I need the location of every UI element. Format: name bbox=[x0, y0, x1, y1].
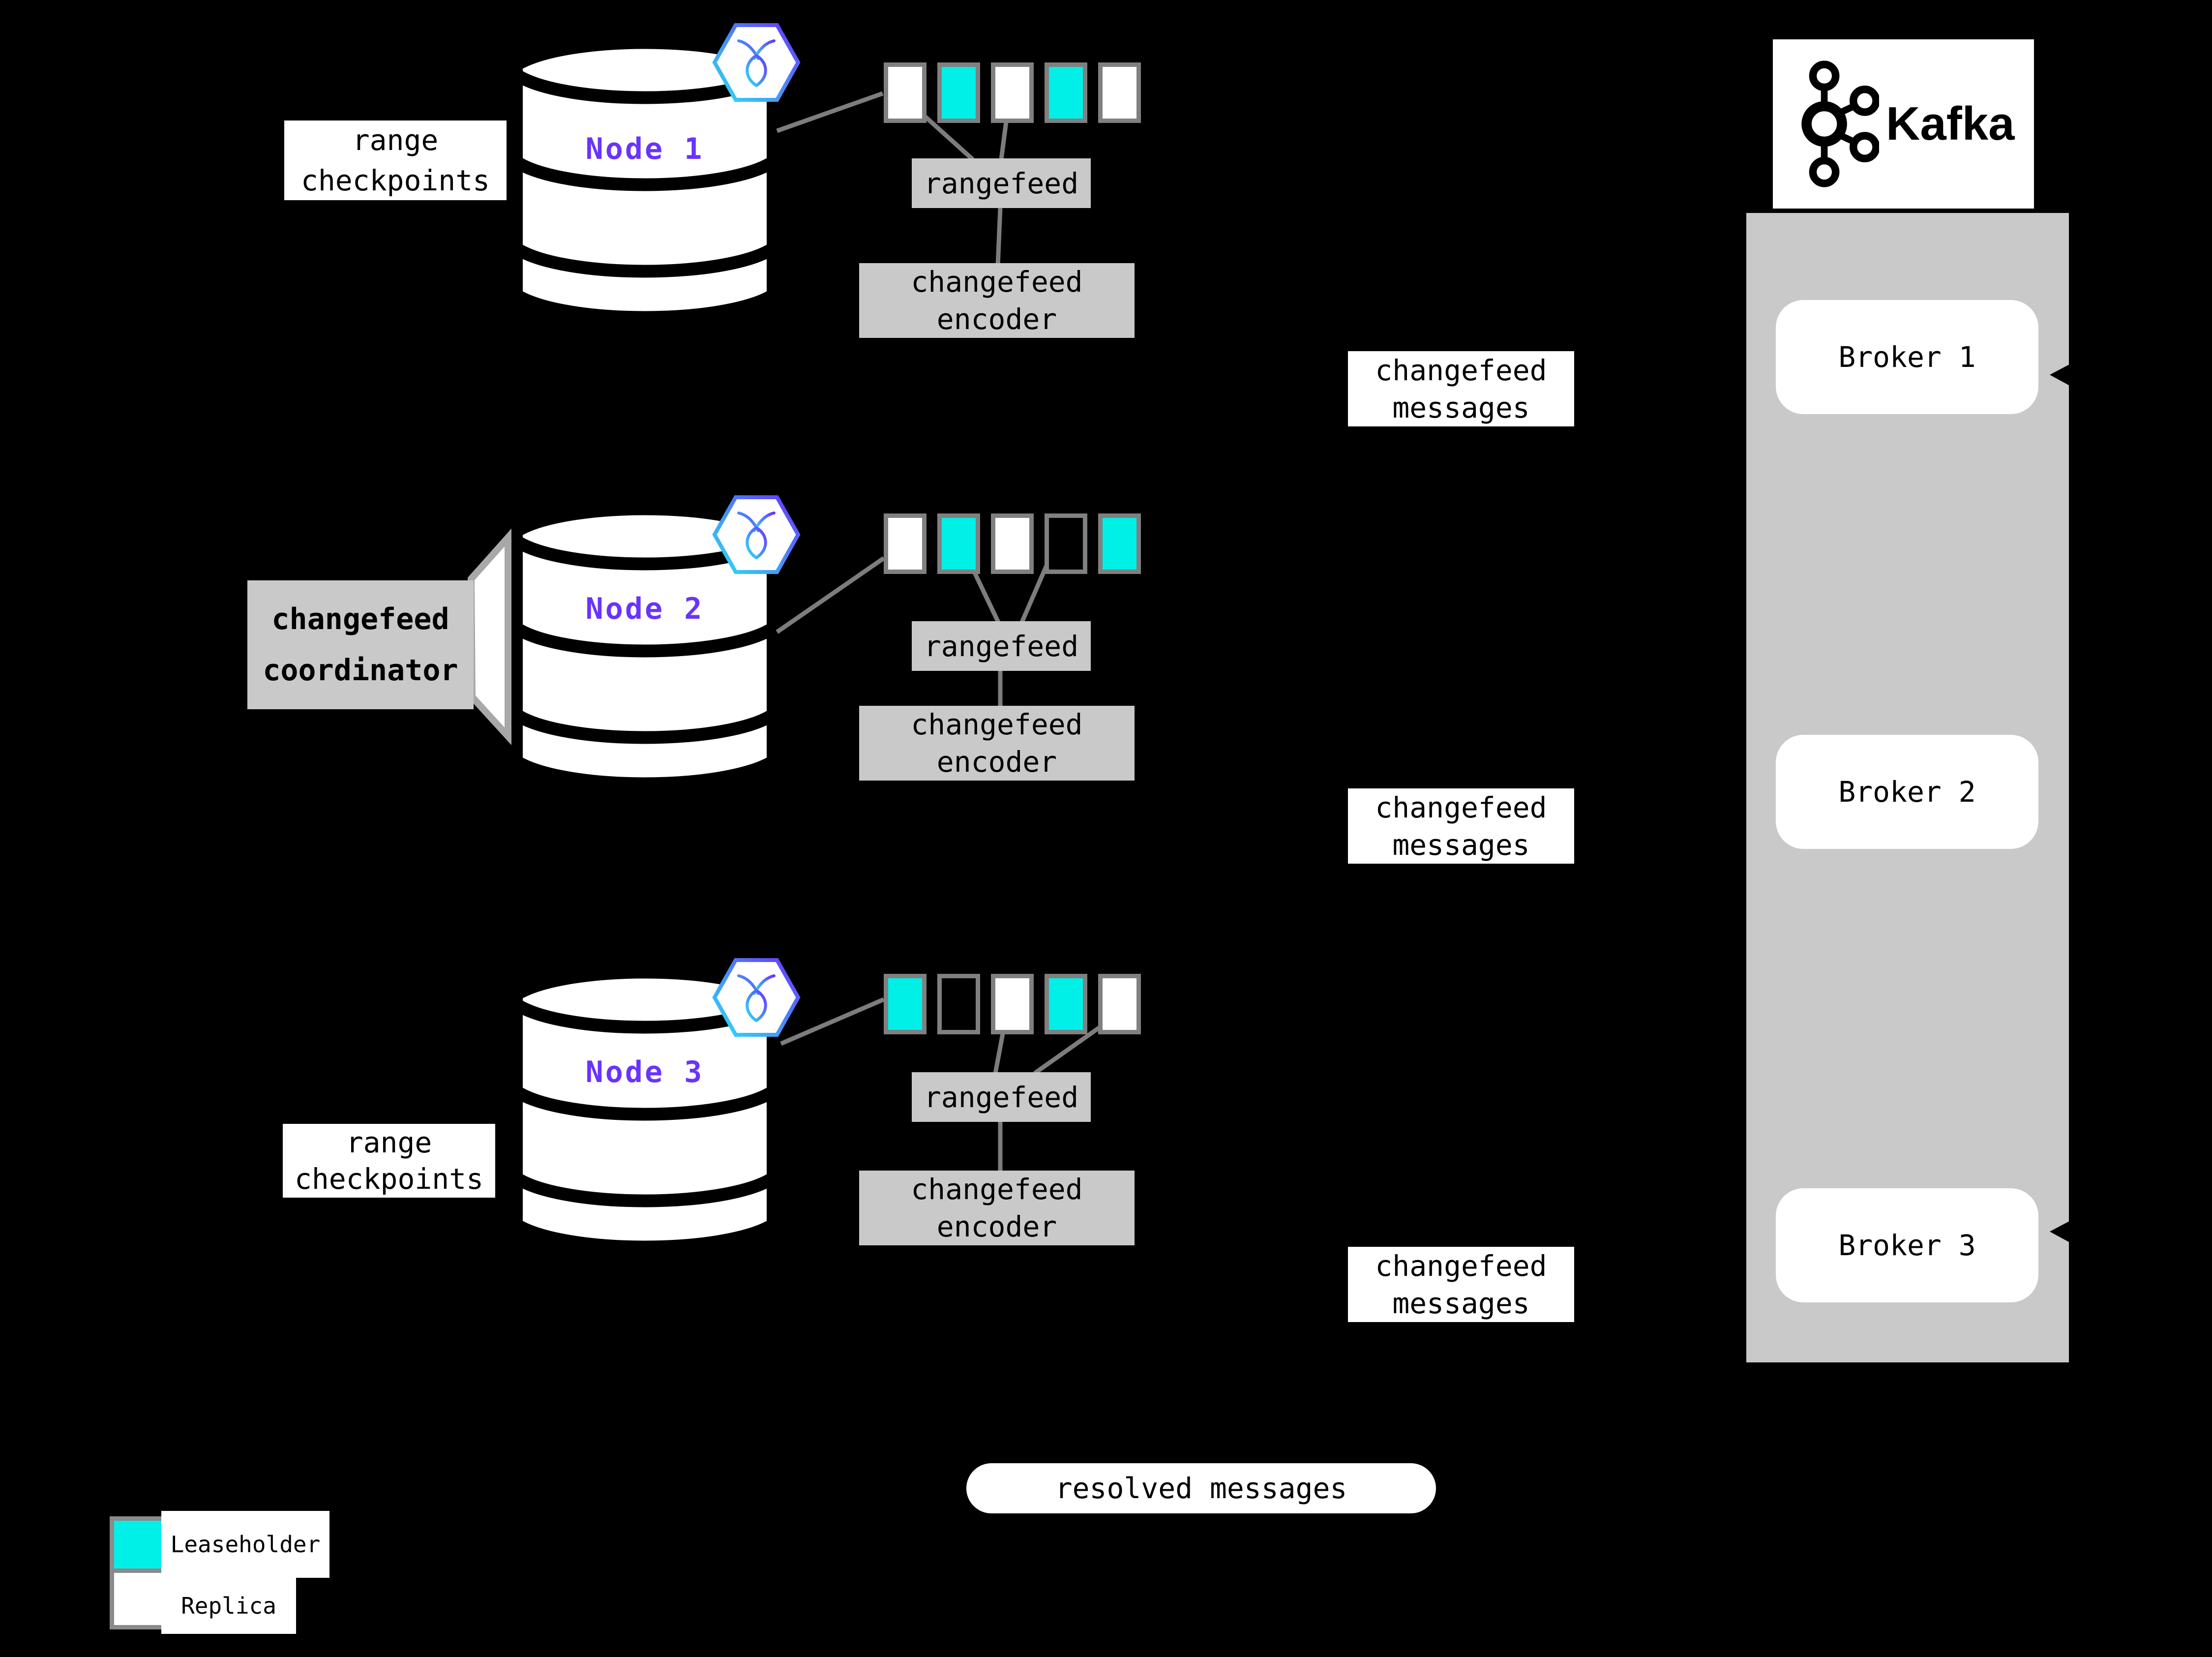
broker-2-label: Broker 2 bbox=[1838, 775, 1976, 809]
changefeed-messages-label-node1: changefeed messages bbox=[1348, 351, 1574, 426]
node1-label: Node 1 bbox=[585, 132, 704, 166]
broker-3-label: Broker 3 bbox=[1838, 1229, 1976, 1262]
range-rect bbox=[1098, 513, 1141, 574]
connector-lines-node2 bbox=[776, 556, 1049, 707]
resolved-messages-pill: resolved messages bbox=[966, 1463, 1436, 1513]
range-rect bbox=[991, 62, 1034, 123]
range-checkpoints-label-node1: range checkpoints bbox=[284, 121, 507, 200]
range-rect bbox=[937, 513, 980, 574]
range-rect bbox=[884, 62, 927, 123]
range-rect bbox=[1045, 62, 1087, 123]
coordinator-flag-shape bbox=[467, 528, 511, 746]
kafka-header: Kafka bbox=[1773, 39, 2034, 209]
rangefeed-box-node3: rangefeed bbox=[912, 1072, 1091, 1122]
range-rect bbox=[937, 62, 980, 123]
broker-3: Broker 3 bbox=[1776, 1188, 2038, 1302]
node2-label: Node 2 bbox=[585, 592, 704, 626]
range-rect bbox=[1098, 974, 1141, 1034]
rangefeed-box-node1: rangefeed bbox=[912, 158, 1091, 208]
changefeed-messages-label-node3: changefeed messages bbox=[1348, 1247, 1574, 1322]
changefeed-encoder-box-node2: changefeed encoder bbox=[859, 706, 1135, 781]
broker-1-label: Broker 1 bbox=[1838, 340, 1976, 374]
kafka-title: Kafka bbox=[1886, 97, 2015, 150]
range-checkpoints-label-node3: range checkpoints bbox=[283, 1124, 495, 1198]
range-rect bbox=[991, 513, 1034, 574]
legend-leaseholder-label: Leaseholder bbox=[161, 1511, 329, 1578]
node3-label: Node 3 bbox=[585, 1055, 704, 1089]
changefeed-encoder-box-node1: changefeed encoder bbox=[859, 263, 1135, 338]
kafka-logo-icon bbox=[1801, 60, 1879, 187]
range-rect bbox=[1045, 974, 1087, 1034]
range-rect bbox=[991, 974, 1034, 1034]
legend-replica-label: Replica bbox=[161, 1578, 296, 1634]
legend-replica-swatch bbox=[110, 1568, 168, 1629]
broker-2: Broker 2 bbox=[1776, 735, 2038, 849]
range-rect bbox=[1045, 513, 1087, 574]
range-rect bbox=[884, 513, 927, 574]
broker-1: Broker 1 bbox=[1776, 300, 2038, 414]
rangefeed-box-node2: rangefeed bbox=[912, 621, 1091, 671]
range-rect bbox=[937, 974, 980, 1034]
changefeed-messages-label-node2: changefeed messages bbox=[1348, 788, 1574, 864]
changefeed-coordinator-box: changefeed coordinator bbox=[247, 580, 474, 709]
changefeed-encoder-box-node3: changefeed encoder bbox=[859, 1171, 1135, 1245]
range-rect bbox=[884, 974, 927, 1034]
range-rect bbox=[1098, 62, 1141, 123]
